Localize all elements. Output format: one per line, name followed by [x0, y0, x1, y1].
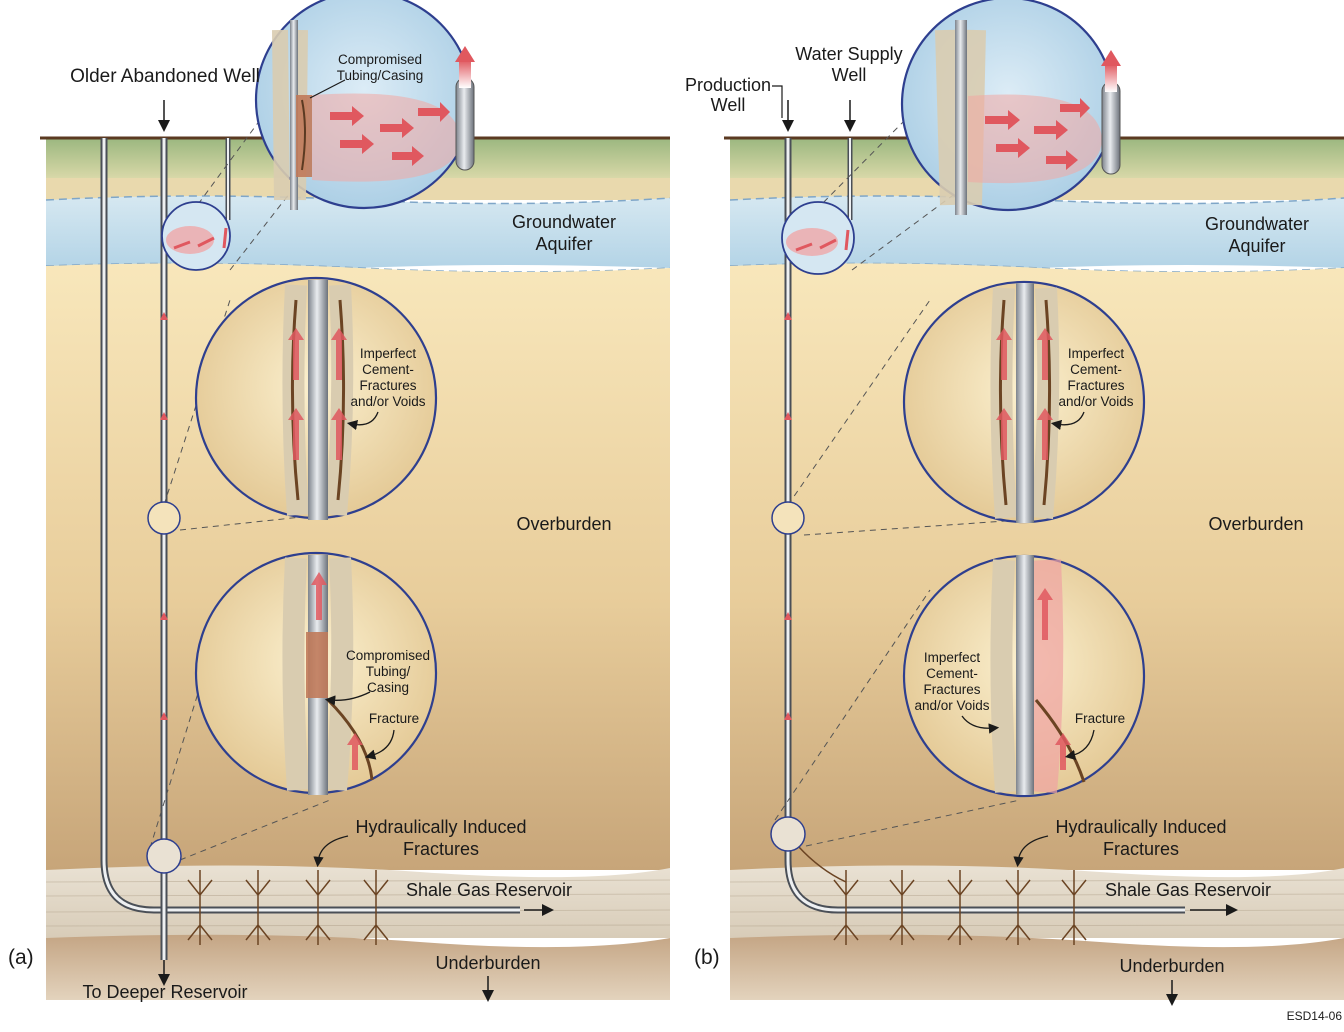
- callout-mid-line3: Fractures: [359, 378, 416, 393]
- detail-marker-b-mid: [772, 502, 804, 534]
- aquifer-label-b-1: Groundwater: [1205, 214, 1309, 234]
- fractures-label-b-2: Fractures: [1103, 839, 1179, 859]
- callout-mid-b-line4: and/or Voids: [1058, 394, 1133, 409]
- underburden-label-b: Underburden: [1119, 956, 1224, 976]
- callout-low-b-b: Fracture: [1075, 711, 1125, 726]
- well-label-a: Older Abandoned Well: [70, 66, 260, 87]
- bubble-b-mid: Imperfect Cement- Fractures and/or Voids: [904, 282, 1144, 523]
- panel-tag-a: (a): [8, 946, 34, 969]
- fractures-label-a-2: Fractures: [403, 839, 479, 859]
- callout-low-a-line1: Compromised: [346, 648, 430, 663]
- callout-low-b-a-line3: Fractures: [923, 682, 980, 697]
- panel-a: Compromised Tubing/Casing Imperfect Ceme…: [8, 0, 670, 1002]
- supply-label-b-1: Water Supply: [795, 44, 902, 64]
- overburden-label-a: Overburden: [516, 514, 611, 534]
- callout-low-b: Fracture: [369, 711, 419, 726]
- callout-top-line1: Compromised: [338, 52, 422, 67]
- well-label-b-1: Production: [685, 75, 771, 95]
- figure-code: ESD14-06: [1287, 1009, 1343, 1023]
- callout-mid-line2: Cement-: [362, 362, 414, 377]
- fractures-label-b-1: Hydraulically Induced: [1055, 817, 1226, 837]
- panel-b: Imperfect Cement- Fractures and/or Voids…: [685, 0, 1344, 1000]
- fractures-label-a-1: Hydraulically Induced: [355, 817, 526, 837]
- aquifer-label-a-1: Groundwater: [512, 212, 616, 232]
- well-label-b-2: Well: [711, 95, 746, 115]
- underburden-label-a: Underburden: [435, 953, 540, 973]
- callout-low-a-line2: Tubing/: [366, 664, 411, 679]
- callout-mid-b-line3: Fractures: [1067, 378, 1124, 393]
- callout-low-b-a-line1: Imperfect: [924, 650, 981, 665]
- panel-tag-b: (b): [694, 946, 720, 969]
- aquifer-label-a-2: Aquifer: [535, 234, 592, 254]
- callout-mid-line4: and/or Voids: [350, 394, 425, 409]
- callout-low-b-a-line2: Cement-: [926, 666, 978, 681]
- reservoir-label-a: Shale Gas Reservoir: [406, 880, 572, 900]
- callout-top-line2: Tubing/Casing: [337, 68, 424, 83]
- callout-low-a-line3: Casing: [367, 680, 409, 695]
- callout-mid-b-line1: Imperfect: [1068, 346, 1125, 361]
- bubble-a-low: Compromised Tubing/ Casing Fracture: [196, 553, 436, 795]
- bubble-b-low: Imperfect Cement- Fractures and/or Voids…: [904, 555, 1144, 796]
- detail-marker-b-low: [771, 817, 805, 851]
- callout-low-b-a-line4: and/or Voids: [914, 698, 989, 713]
- detail-marker-a-top: [162, 202, 230, 270]
- supply-label-b-2: Well: [832, 65, 867, 85]
- reservoir-label-b: Shale Gas Reservoir: [1105, 880, 1271, 900]
- bubble-a-mid: Imperfect Cement- Fractures and/or Voids: [196, 278, 436, 520]
- aquifer-label-b-2: Aquifer: [1228, 236, 1285, 256]
- callout-mid-b-line2: Cement-: [1070, 362, 1122, 377]
- detail-marker-a-low: [147, 839, 181, 873]
- detail-marker-b-top: [782, 202, 854, 274]
- overburden-label-b: Overburden: [1208, 514, 1303, 534]
- deeper-label-a: To Deeper Reservoir: [82, 982, 247, 1002]
- detail-marker-a-mid: [148, 502, 180, 534]
- callout-mid-line1: Imperfect: [360, 346, 417, 361]
